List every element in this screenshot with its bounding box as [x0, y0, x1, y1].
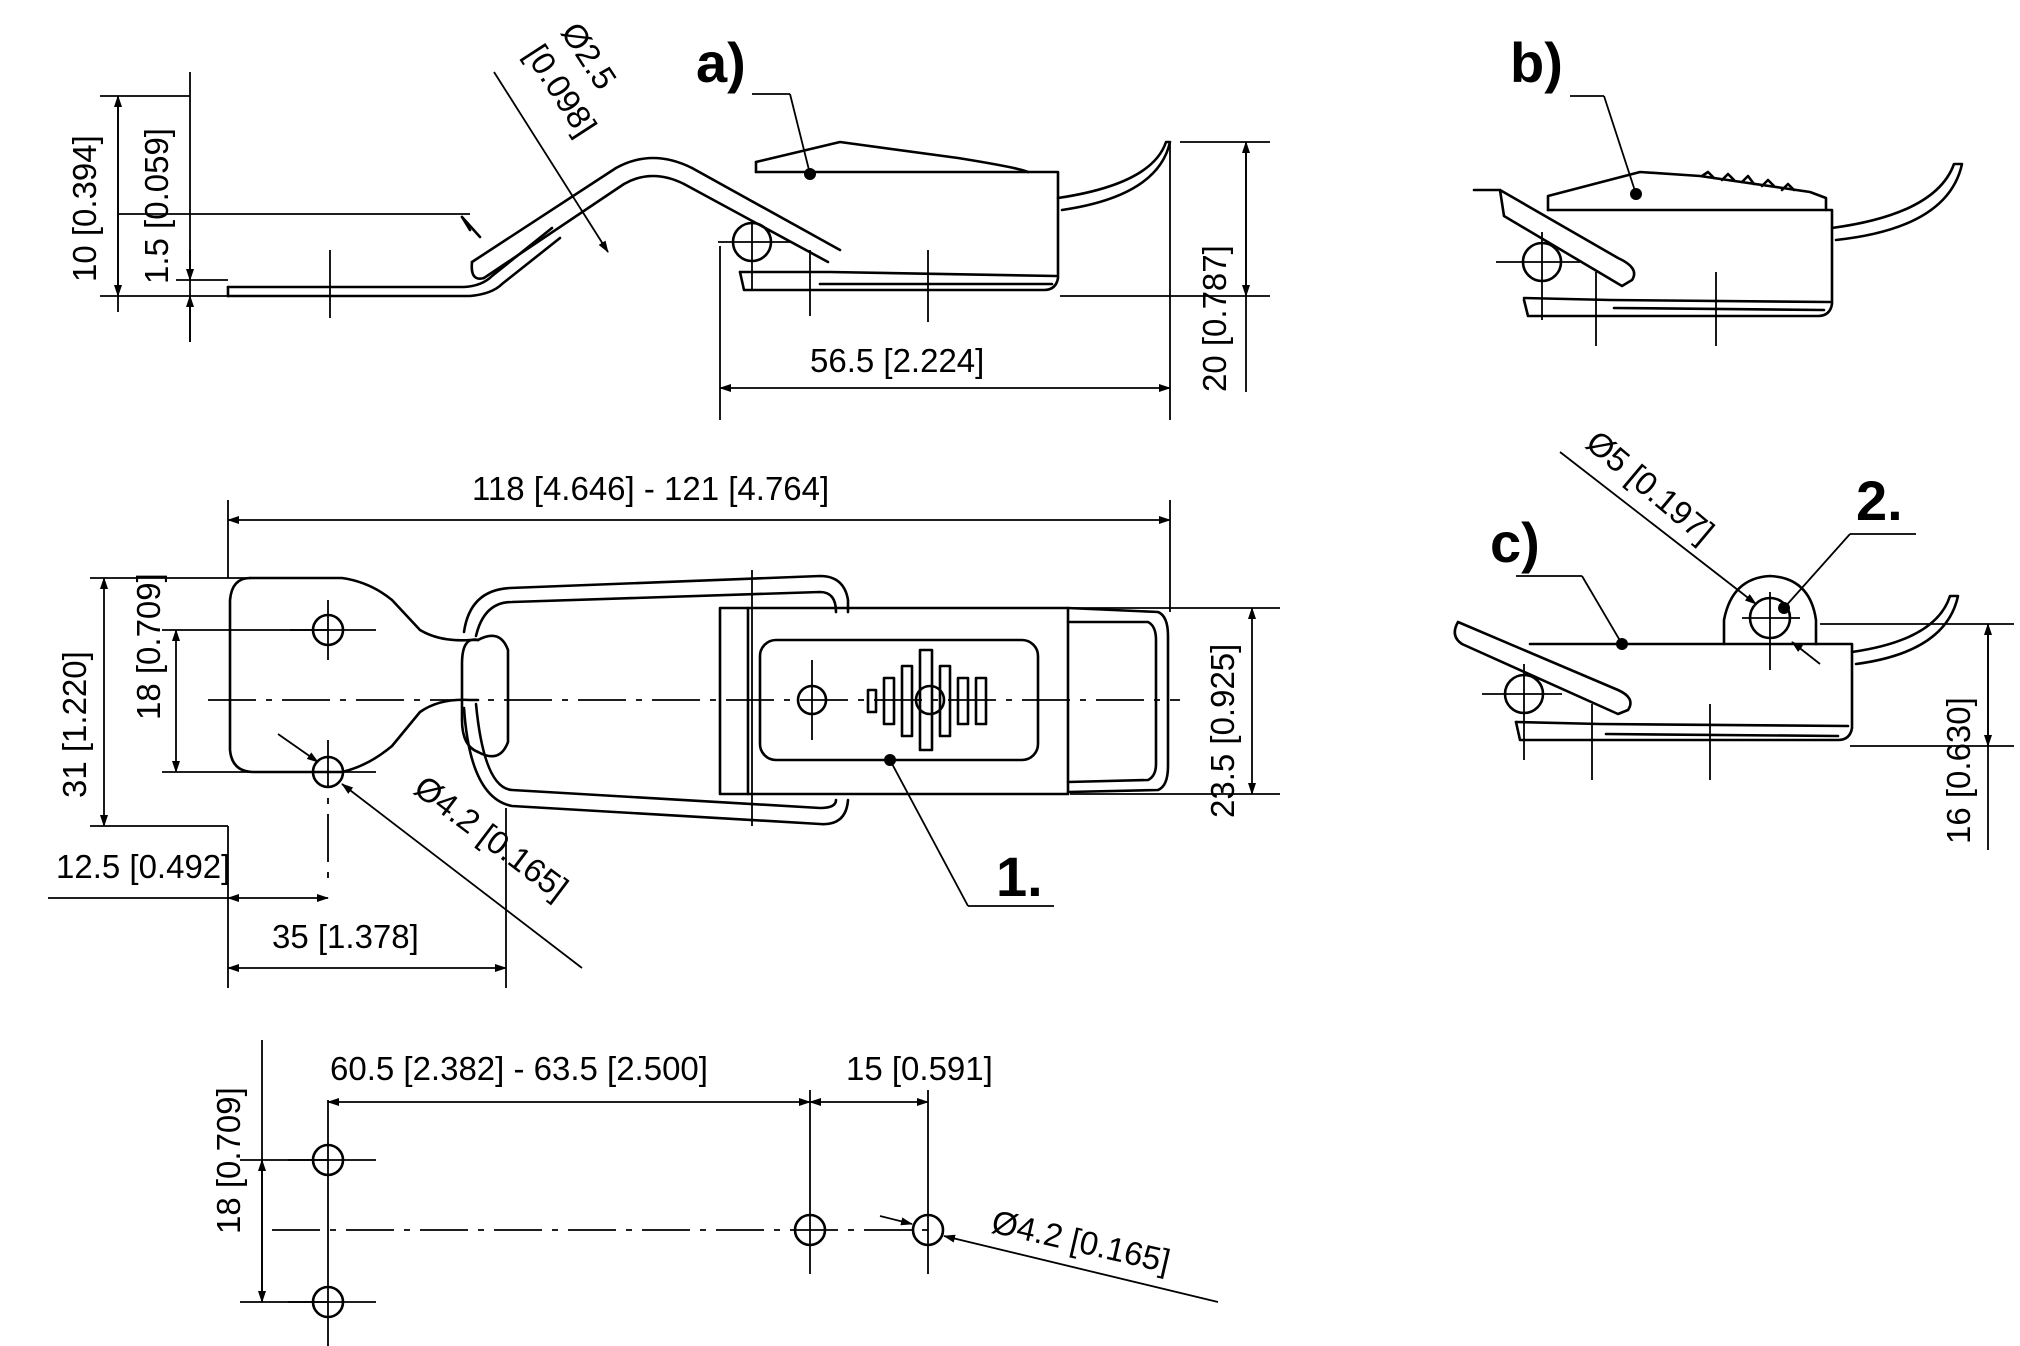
top-view [208, 570, 1180, 880]
dim-height-1-5: 1.5 [0.059] [138, 128, 175, 284]
side-view-a [226, 140, 1172, 322]
dim-width-35: 35 [1.378] [272, 918, 419, 955]
item-label-1: 1. [996, 845, 1043, 908]
dimensions-view-a: 10 [0.394] 1.5 [0.059] Ø2.5 [0.098] 56.5… [66, 16, 1270, 420]
dim-diameter-4-2-top: Ø4.2 [0.165] [408, 768, 575, 907]
dim-height-18-bottom: 18 [0.709] [210, 1087, 247, 1234]
dim-height-20: 20 [0.787] [1196, 245, 1233, 392]
dim-height-10: 10 [0.394] [66, 135, 103, 282]
view-label-a: a) [696, 31, 746, 94]
view-label-c: c) [1490, 511, 1540, 574]
side-view-b [1472, 95, 1964, 346]
item-label-2: 2. [1856, 469, 1903, 532]
view-label-b: b) [1510, 31, 1563, 94]
dim-diameter-5: Ø5 [0.197] [1580, 423, 1722, 550]
dimensions-top-view: 118 [4.646] - 121 [4.764] 18 [0.709] 31 … [48, 470, 1280, 988]
side-view-c [1453, 533, 1960, 780]
dim-height-31: 31 [1.220] [56, 651, 93, 798]
mounting-hole-pattern: 60.5 [2.382] - 63.5 [2.500] 15 [0.591] 1… [210, 1040, 1219, 1346]
dim-width-12-5: 12.5 [0.492] [56, 848, 230, 885]
dim-height-23-5: 23.5 [0.925] [1204, 644, 1241, 818]
dim-width-56-5: 56.5 [2.224] [810, 342, 984, 379]
dim-height-18-top: 18 [0.709] [130, 573, 167, 720]
dim-width-15: 15 [0.591] [846, 1050, 993, 1087]
dimensions-view-c: Ø5 [0.197] 16 [0.630] [1559, 423, 2014, 850]
dim-width-118-121: 118 [4.646] - 121 [4.764] [472, 470, 829, 507]
dim-width-60-5-63-5: 60.5 [2.382] - 63.5 [2.500] [330, 1050, 708, 1087]
dim-height-16: 16 [0.630] [1940, 697, 1977, 844]
